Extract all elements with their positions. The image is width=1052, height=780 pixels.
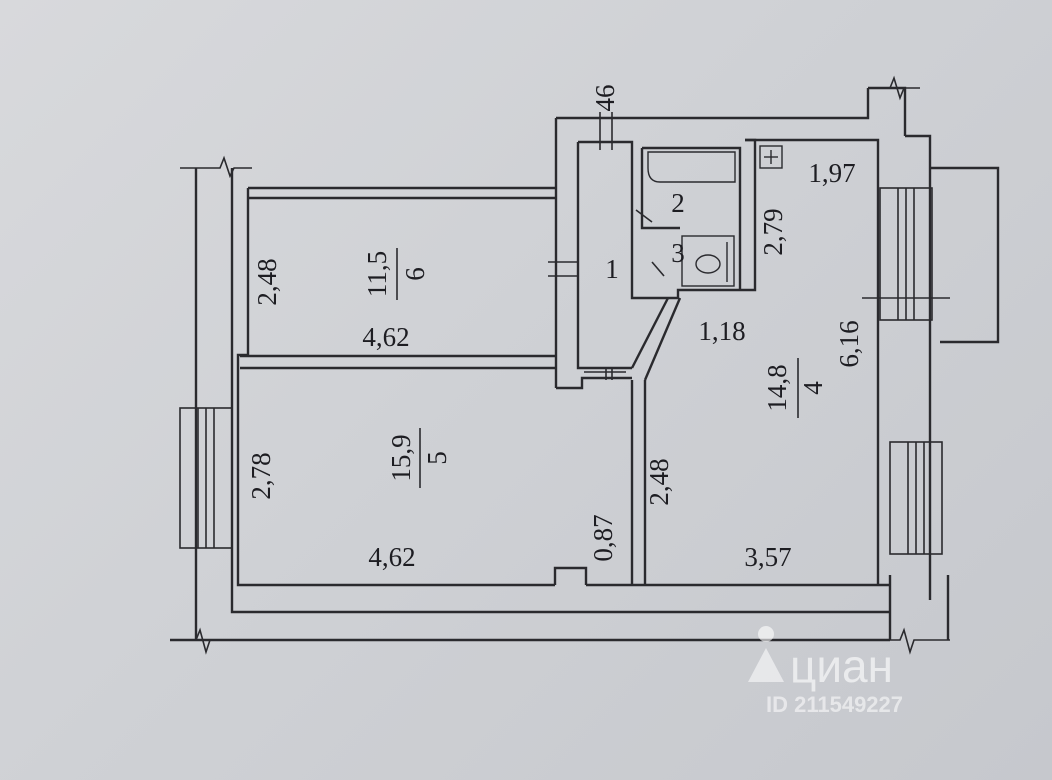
kitchen-number: 4 (798, 381, 828, 395)
dimension-labels: 4,62 2,48 4,62 2,78 0,87 2,48 3,57 6,16 … (246, 85, 864, 573)
wc-number: 3 (671, 238, 685, 268)
small-room-area: 11,5 (362, 251, 392, 297)
top-dimension: 46 (590, 85, 620, 112)
windows (179, 187, 950, 555)
room-labels: 1 2 3 6 11,5 5 15,9 4 14,8 (362, 188, 828, 482)
kitchen-side: 2,48 (644, 458, 674, 505)
bath-number: 2 (671, 188, 685, 218)
cian-logo-icon (748, 626, 784, 682)
small-room-depth: 2,48 (252, 258, 282, 305)
big-room-width: 4,62 (368, 542, 415, 572)
big-room-depth: 2,78 (246, 452, 276, 499)
balcony (930, 166, 1000, 344)
door-marks (548, 112, 665, 380)
kitchen-area: 14,8 (762, 364, 792, 411)
break-marks (170, 75, 950, 655)
kitchen-depth: 6,16 (834, 320, 864, 367)
kitchen-width: 3,57 (744, 542, 791, 572)
stove-icon (759, 145, 783, 169)
hall-number: 1 (605, 254, 619, 284)
fraction-bars (396, 248, 799, 488)
big-room-area: 15,9 (386, 434, 416, 481)
bath-dimension: 2,79 (758, 208, 788, 255)
small-room-number: 6 (400, 267, 430, 281)
small-room-width: 4,62 (362, 322, 409, 352)
watermark-id: ID 211549227 (766, 692, 903, 717)
top-right-dimension: 1,97 (808, 158, 855, 188)
toilet (681, 235, 735, 287)
bathtub (647, 151, 736, 183)
hall-dimension: 1,18 (698, 316, 745, 346)
big-room-number: 5 (422, 451, 452, 465)
watermark: циан ID 211549227 (748, 626, 903, 717)
watermark-brand: циан (790, 640, 893, 692)
corridor-length: 0,87 (588, 514, 618, 561)
